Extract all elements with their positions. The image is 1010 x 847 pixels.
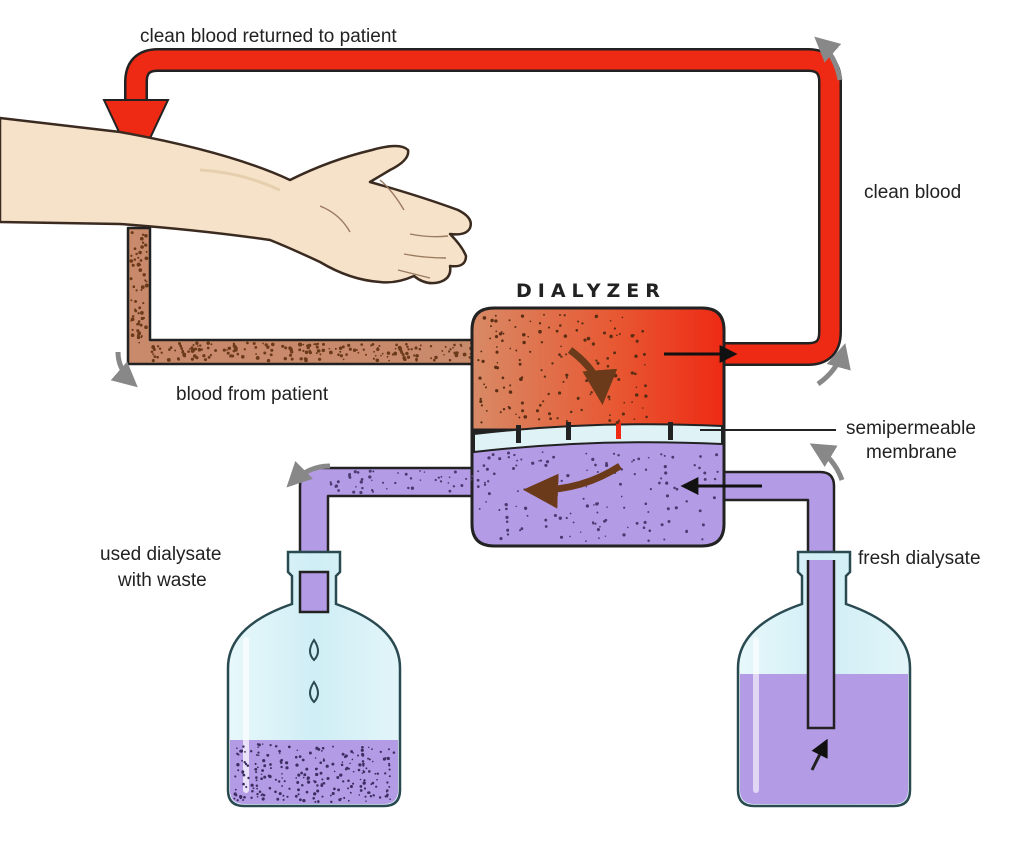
waste-drop-2 xyxy=(309,680,319,704)
dialyzer xyxy=(329,306,762,548)
intake-arrow xyxy=(810,738,828,771)
flow-arrow-used xyxy=(286,461,331,488)
flow-arrow-fresh xyxy=(809,443,845,481)
flow-arrow-left xyxy=(110,351,138,388)
waste-flow-arrow-2 xyxy=(523,463,622,509)
semipermeable-membrane xyxy=(473,421,723,454)
label-blood-from-patient: blood from patient xyxy=(176,384,329,405)
used-dialysate-bottle xyxy=(226,550,402,808)
waste-flow-arrow-1 xyxy=(567,347,618,405)
label-used-dialysate-line2: with waste xyxy=(117,570,207,591)
label-clean-blood: clean blood xyxy=(864,182,961,203)
label-membrane-line2: membrane xyxy=(866,442,957,463)
flow-arrow-top-right xyxy=(814,36,843,81)
patient-arm xyxy=(0,116,472,285)
waste-drop-1 xyxy=(309,638,319,662)
flow-arrow-right-mid xyxy=(816,343,851,387)
dialyzer-title: DIALYZER xyxy=(516,280,666,302)
label-used-dialysate-line1: used dialysate xyxy=(100,544,221,565)
flow-direction-arrows xyxy=(110,36,851,488)
label-membrane-line1: semipermeable xyxy=(846,418,976,439)
label-fresh-dialysate: fresh dialysate xyxy=(858,548,981,569)
fresh-dialysate-bottle xyxy=(736,550,912,808)
label-clean-blood-returned: clean blood returned to patient xyxy=(140,26,397,47)
